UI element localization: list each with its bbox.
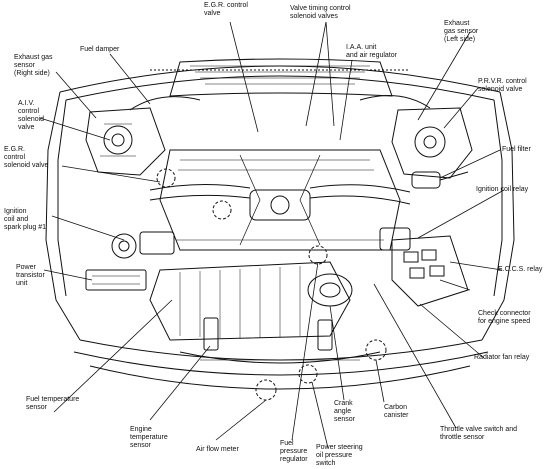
label-check-connector: Check connector for engine speed [478,310,531,325]
label-iaa-unit: I.A.A. unit and air regulator [346,44,397,59]
power-transistor-part [85,269,147,291]
eccs-relay-box [391,235,469,307]
label-carbon-canister: Carbon canister [384,404,409,419]
label-fuel-pressure-regulator: Fuel pressure regulator [280,440,308,463]
ignition-coils [111,227,411,259]
firewall [59,58,501,101]
label-ignition-coil-relay: Ignition coil relay [476,186,529,193]
label-engine-temperature-sensor: Engine temperature sensor [130,426,168,449]
label-fuel-filter: Fuel filter [502,146,531,153]
label-exhaust-gas-sensor-right: Exhaust gas sensor (Right side) [14,54,53,77]
label-power-transistor: Power transistor unit [16,264,45,287]
fuel-rails [129,95,431,205]
label-egr-solenoid-valve: E.G.R. control solenoid valve [4,146,49,169]
label-exhaust-gas-sensor-left: Exhaust gas sensor (Left side) [444,20,479,43]
left-strut-tower [85,107,166,176]
label-fuel-damper: Fuel damper [80,46,120,53]
label-power-steering-switch: Power steering oil pressure switch [316,444,363,467]
label-eccs-relay: E.C.C.S. relay [498,266,543,273]
intake-plenum [159,149,401,251]
leader-lines [39,21,505,449]
label-air-flow-meter: Air flow meter [196,446,239,453]
label-aiv-solenoid: A.I.V. control solenoid valve [18,100,45,131]
label-egr-control-valve: E.G.R. control valve [204,2,248,17]
label-radiator-fan-relay: Radiator fan relay [474,354,530,361]
label-crank-angle-sensor: Crank angle sensor [334,400,356,423]
right-strut-tower [391,107,473,179]
air-flow-assembly [149,261,353,341]
radiator-front [179,317,381,364]
label-fuel-temperature-sensor: Fuel temperature sensor [26,396,80,411]
label-throttle-valve-switch: Throttle valve switch and throttle senso… [440,426,518,441]
label-ignition-coil-spark-plug: Ignition coil and spark plug #1 [4,208,47,231]
label-prvr-solenoid: P.R.V.R. control solenoid valve [478,78,527,93]
label-valve-timing-solenoids: Valve timing control solenoid valves [290,5,351,20]
fuel-filter-part [411,171,469,189]
